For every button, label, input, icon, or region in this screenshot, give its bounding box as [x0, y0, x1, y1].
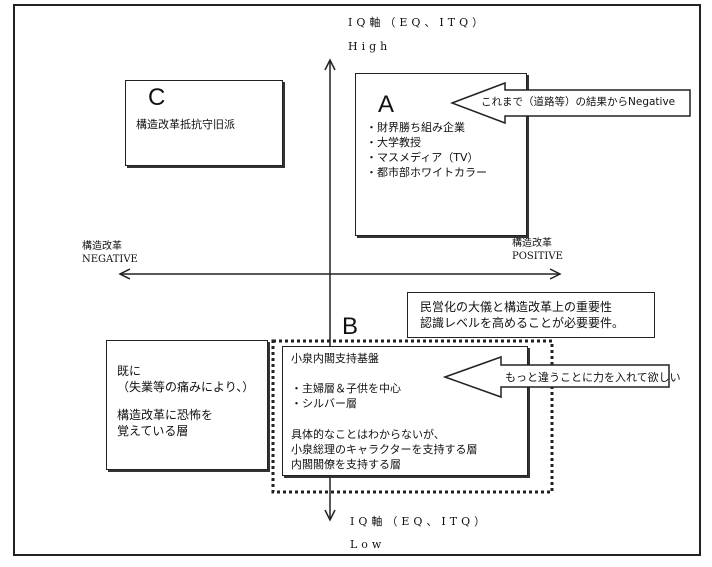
- list-item: ・大学教授: [366, 136, 421, 149]
- quadrant-a-letter: A: [378, 91, 395, 118]
- quadrant-c-letter: C: [148, 84, 166, 111]
- quadrant-b-arrow: [443, 355, 670, 399]
- vertical-axis-low-label: Low: [350, 538, 386, 551]
- quadrant-c-text: 構造改革抵抗守旧派: [136, 118, 235, 131]
- horizontal-negative-label: 構造改革 NEGATIVE: [82, 240, 138, 266]
- quadrant-c-box: C 構造改革抵抗守旧派: [125, 80, 283, 166]
- note-box: 民営化の大儀と構造改革上の重要性 認識レベルを高めることが必要要件。: [407, 292, 655, 338]
- note-line: 認識レベルを高めることが必要要件。: [420, 316, 625, 330]
- vertical-axis-up-arrowhead: [324, 58, 336, 71]
- vertical-axis-down-arrowhead: [324, 509, 336, 522]
- horizontal-positive-label: 構造改革 POSITIVE: [512, 237, 563, 263]
- negative-title: 構造改革: [82, 241, 122, 252]
- desc-line: 内閣閣僚を支持する層: [291, 458, 401, 471]
- vertical-axis-bottom-label: IQ軸（EQ、ITQ）: [350, 515, 490, 528]
- quadrant-b-list: ・主婦層＆子供を中心 ・シルバー層: [291, 381, 401, 411]
- quadrant-b-arrow-note: もっと違うことに力を入れて欲しい: [505, 371, 681, 384]
- positive-title: 構造改革: [512, 238, 552, 249]
- quadrant-a-arrow: [450, 81, 691, 125]
- text-line: [117, 395, 254, 407]
- list-item: ・マスメディア（TV）: [366, 151, 479, 164]
- horizontal-axis-left-arrowhead: [118, 268, 131, 280]
- quadrant-b-dotted-border: [271, 339, 554, 494]
- horizontal-axis-right-arrowhead: [549, 268, 562, 280]
- desc-line: 小泉総理のキャラクターを支持する層: [291, 443, 478, 456]
- text-line: 覚えている層: [117, 424, 189, 438]
- vertical-axis-top-label: IQ軸（EQ、ITQ）: [348, 16, 488, 29]
- negative-level: NEGATIVE: [82, 254, 138, 265]
- text-line: （失業等の痛みにより、）: [117, 380, 255, 394]
- text-line: 構造改革に恐怖を: [117, 408, 214, 422]
- frame: [13, 4, 701, 556]
- quadrant-a-list: ・財界勝ち組み企業 ・大学教授 ・マスメディア（TV） ・都市部ホワイトカラー: [366, 120, 487, 180]
- quadrant-b-desc: 具体的なことはわからないが、 小泉総理のキャラクターを支持する層 内閣閣僚を支持…: [291, 427, 478, 472]
- quadrant-b-title: 小泉内閣支持基盤: [291, 352, 379, 365]
- vertical-axis-high-label: High: [348, 40, 392, 53]
- text-line: 既に: [117, 364, 142, 378]
- quadrant-b-letter: B: [342, 313, 359, 340]
- desc-line: 具体的なことはわからないが、: [291, 428, 445, 441]
- list-item: ・財界勝ち組み企業: [366, 121, 465, 134]
- list-item: ・シルバー層: [291, 397, 357, 410]
- list-item: ・都市部ホワイトカラー: [366, 166, 487, 179]
- note-text: 民営化の大儀と構造改革上の重要性 認識レベルを高めることが必要要件。: [420, 299, 624, 331]
- quadrant-a-arrow-note: これまで（道路等）の結果からNegative: [481, 96, 676, 108]
- positive-level: POSITIVE: [512, 251, 563, 262]
- note-line: 民営化の大儀と構造改革上の重要性: [420, 300, 613, 314]
- quadrant-d-text: 既に （失業等の痛みにより、） 構造改革に恐怖を 覚えている層: [117, 363, 254, 439]
- quadrant-d-box: 既に （失業等の痛みにより、） 構造改革に恐怖を 覚えている層: [106, 340, 268, 470]
- list-item: ・主婦層＆子供を中心: [291, 382, 401, 395]
